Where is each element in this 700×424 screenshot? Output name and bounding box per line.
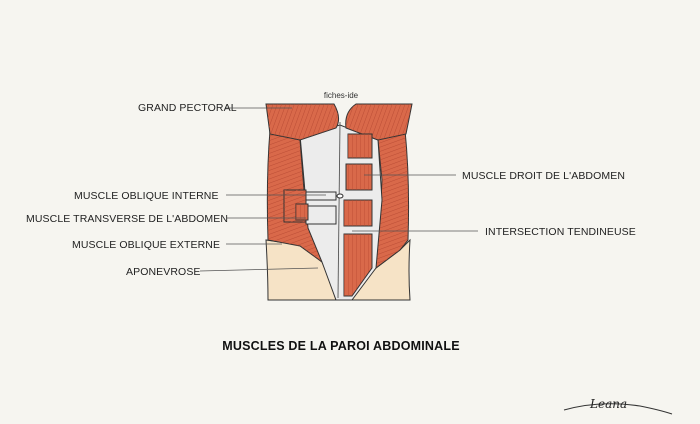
- signature-text: Leana: [589, 397, 627, 411]
- label-text: MUSCLE DROIT DE L'ABDOMEN: [462, 170, 625, 182]
- label-text: APONEVROSE: [126, 266, 201, 278]
- torso-illustration: [265, 103, 413, 301]
- label-oblique-externe: MUSCLE OBLIQUE EXTERNE: [72, 239, 282, 251]
- label-transverse: MUSCLE TRANSVERSE DE L'ABDOMEN: [26, 213, 306, 225]
- signature: Leana: [563, 397, 673, 415]
- label-oblique-interne: MUSCLE OBLIQUE INTERNE: [74, 190, 326, 202]
- oblique-interne-window: [283, 189, 344, 225]
- label-text: MUSCLE TRANSVERSE DE L'ABDOMEN: [26, 213, 228, 225]
- label-text: INTERSECTION TENDINEUSE: [485, 226, 636, 238]
- muscle-droit-abdomen: [343, 133, 373, 297]
- label-text: GRAND PECTORAL: [138, 102, 237, 114]
- diagram-title: MUSCLES DE LA PAROI ABDOMINALE: [222, 339, 459, 353]
- label-intersection: INTERSECTION TENDINEUSE: [352, 226, 636, 238]
- label-grand-pectoral: GRAND PECTORAL: [138, 102, 292, 114]
- label-aponevrose: APONEVROSE: [126, 266, 319, 278]
- label-droit-abdomen: MUSCLE DROIT DE L'ABDOMEN: [364, 170, 625, 182]
- label-text: MUSCLE OBLIQUE EXTERNE: [72, 239, 220, 251]
- label-text: MUSCLE OBLIQUE INTERNE: [74, 190, 219, 202]
- watermark-text: fiches-ide: [324, 91, 359, 100]
